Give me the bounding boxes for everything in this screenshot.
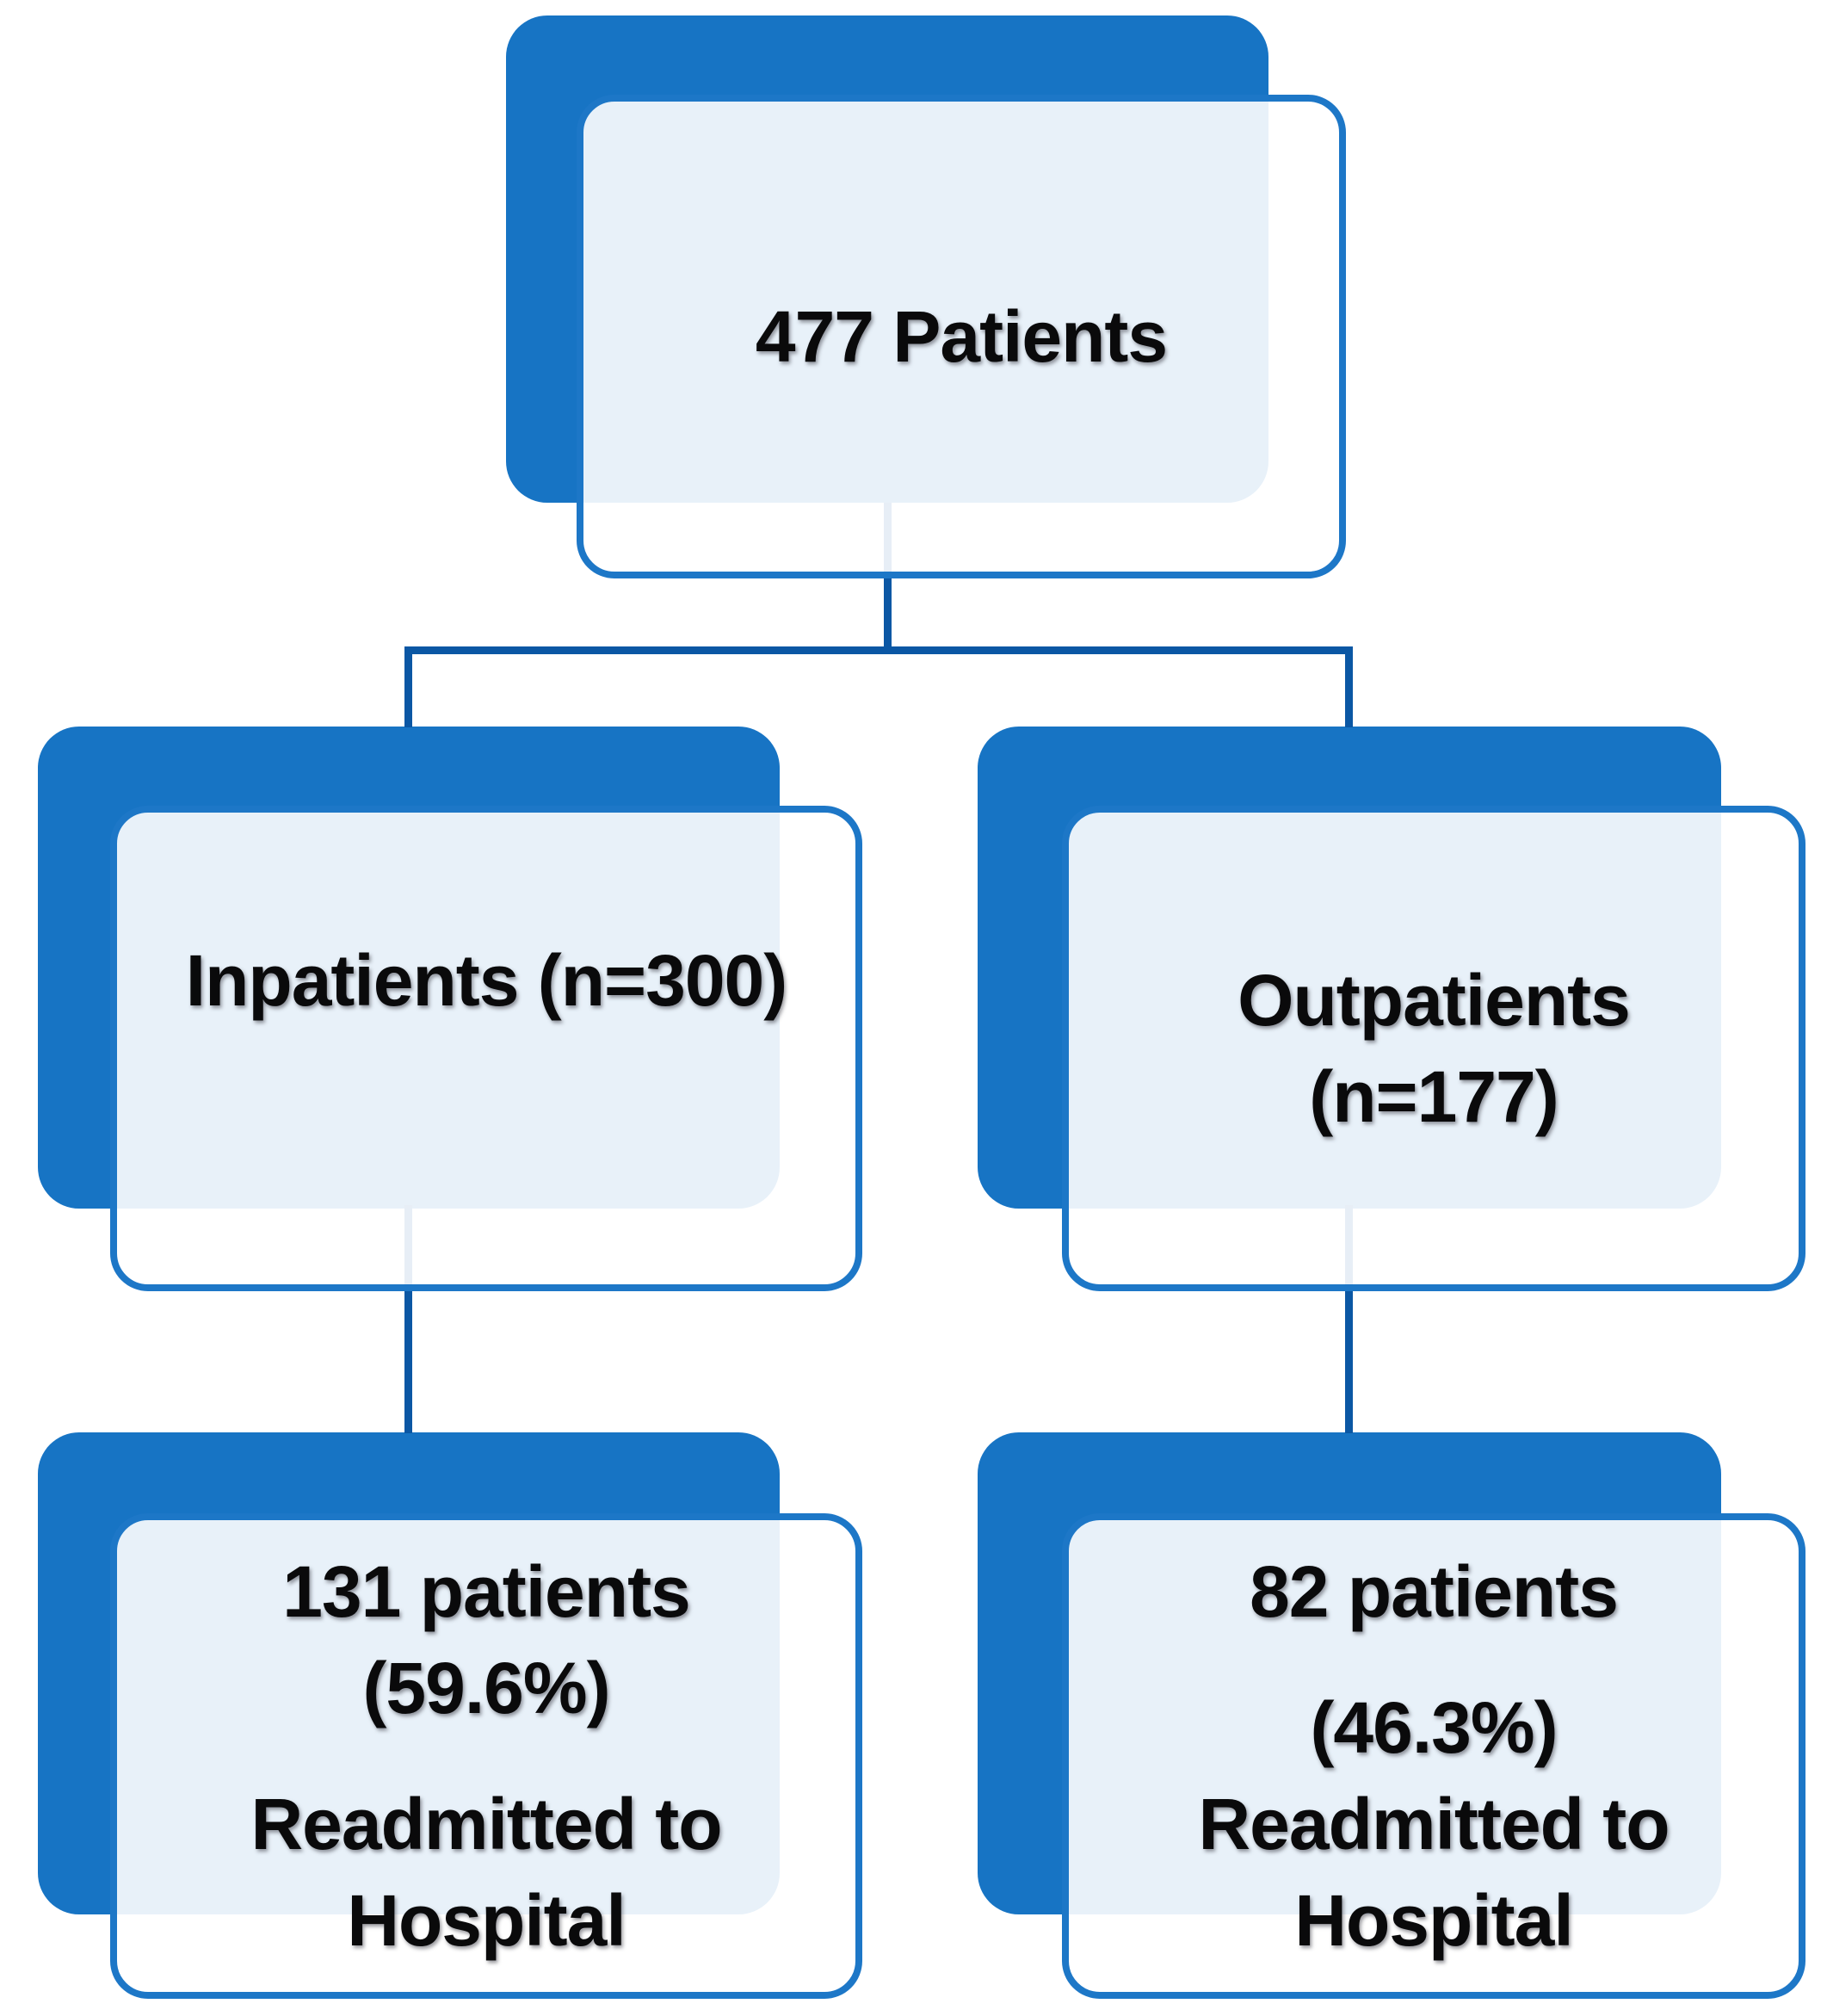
outpatients-node-label-line1: Outpatients: [1238, 960, 1631, 1041]
inpatients-readmitted-text-line2: Hospital: [347, 1880, 626, 1961]
connector-inpatients-down: [404, 1205, 412, 1433]
outpatients-node: Outpatients (n=177): [1062, 806, 1805, 1291]
inpatients-node-label: Inpatients (n=300): [185, 940, 788, 1021]
outpatients-readmitted-percent: (46.3%): [1310, 1687, 1558, 1768]
connector-to-outpatients: [1345, 646, 1353, 727]
outpatients-readmitted-count: 82 patients: [1250, 1551, 1619, 1632]
root-node: 477 Patients: [577, 95, 1346, 578]
inpatients-readmitted-text-line1: Readmitted to: [250, 1784, 722, 1864]
root-node-label: 477 Patients: [755, 296, 1168, 377]
connector-root-down: [884, 503, 892, 654]
inpatients-readmitted-percent: (59.6%): [362, 1648, 610, 1728]
inpatients-readmitted-count: 131 patients: [282, 1551, 691, 1632]
connector-to-inpatients: [404, 646, 412, 727]
inpatients-node: Inpatients (n=300): [110, 806, 862, 1291]
outpatients-readmitted-text-line1: Readmitted to: [1198, 1784, 1670, 1864]
inpatients-readmitted-node: 131 patients (59.6%) Readmitted to Hospi…: [110, 1513, 862, 1999]
outpatients-readmitted-text-line2: Hospital: [1294, 1880, 1573, 1961]
outpatients-node-label-line2: (n=177): [1309, 1056, 1559, 1137]
connector-horizontal-bar: [404, 646, 1353, 654]
connector-outpatients-down: [1345, 1205, 1353, 1433]
outpatients-readmitted-node: 82 patients (46.3%) Readmitted to Hospit…: [1062, 1513, 1805, 1999]
